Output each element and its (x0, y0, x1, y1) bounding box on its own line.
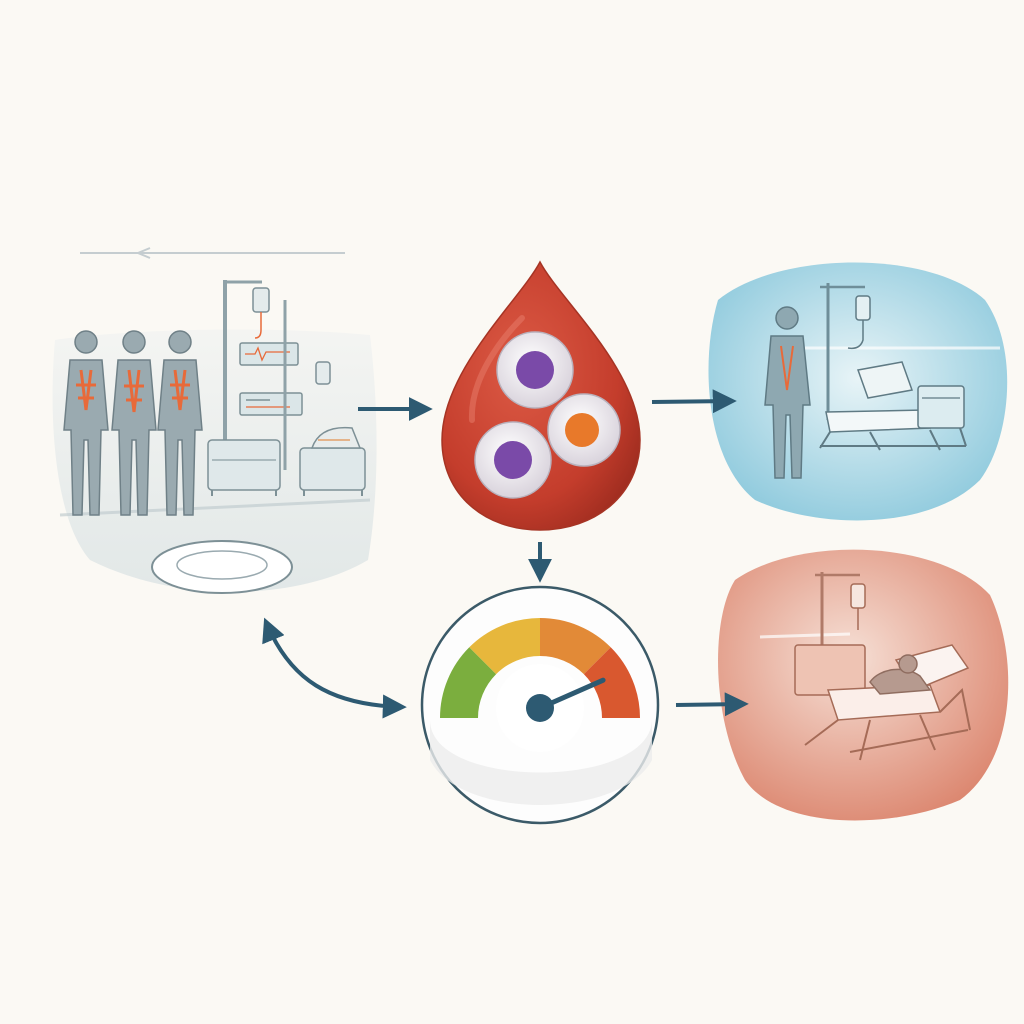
patient-icon (869, 654, 932, 695)
gauge-segment (440, 647, 497, 718)
risk-gauge (420, 585, 660, 825)
cell-icon (496, 331, 574, 409)
dish-icon (151, 540, 293, 594)
person-icon (111, 330, 157, 516)
cell-icon (547, 393, 621, 467)
monitor-icon (239, 300, 303, 470)
gauge-segment (583, 647, 640, 718)
decorative-stroke (80, 247, 345, 259)
hospital-bed-icon (819, 361, 967, 451)
person-icon (764, 306, 811, 479)
gauge-scale (440, 618, 640, 718)
arrow-drop-to-stable (651, 389, 737, 414)
iv-pole-icon (223, 280, 331, 470)
gauge-hub (526, 694, 554, 722)
gauge-segment (540, 618, 611, 675)
iv-pole-icon (794, 572, 866, 696)
critical-outcome-scene (718, 549, 1009, 821)
iv-pole-icon (820, 283, 871, 420)
arrow-cohort-to-gauge (262, 617, 407, 719)
gauge-segment (469, 618, 540, 675)
flow-arrows (262, 389, 749, 719)
hospital-bed-icon (207, 426, 366, 496)
patient-cohort-scene (52, 280, 377, 594)
stable-outcome-scene (708, 262, 1008, 521)
person-icon (63, 330, 109, 516)
person-icon (157, 330, 203, 516)
cell-icon (474, 421, 552, 499)
blood-drop (441, 260, 641, 531)
arrow-gauge-to-critical (675, 692, 749, 717)
